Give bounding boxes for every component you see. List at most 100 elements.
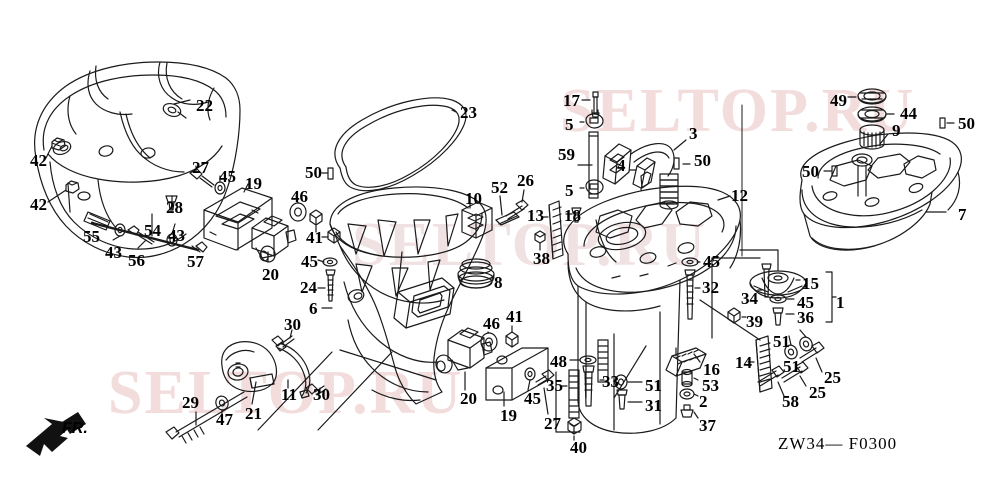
drawing-code: ZW34— F0300 [778,434,898,453]
callout-52: 52 [491,178,508,197]
part-25-bolt-a [799,341,825,363]
callout-10: 10 [465,189,482,208]
part-8-bellows [457,258,495,289]
callout-2: 2 [699,392,708,411]
part-9-bushing [859,124,885,150]
part-24-bolt [325,269,336,302]
leader-43-b [171,223,176,235]
part-14-pump-housing [755,335,773,393]
part-29-long-bolt [165,391,248,444]
leader-42-lower [47,189,67,203]
callout-34: 34 [741,289,758,308]
fr-direction-arrow [26,412,86,456]
callout-50: 50 [305,163,322,182]
callout-50: 50 [802,162,819,181]
leader-20-to-case [317,351,393,431]
leader-45-lower2 [527,379,531,391]
leader-30-to-case [257,351,333,431]
leader-23 [451,109,457,113]
part-23-seal-ring [334,97,467,192]
callout-45: 45 [797,293,814,312]
part-20-valve-unit-left [251,215,297,263]
callout-51: 51 [783,357,800,376]
callout-50: 50 [694,151,711,170]
part-48-washer [579,355,597,365]
part-42-clip-upper [51,137,66,151]
part-53-bushing [681,368,693,388]
leader-25-a [815,357,823,373]
part-40-nut [567,417,582,435]
callout-5: 5 [565,181,574,200]
leader-19-left [243,183,249,193]
part-45-washer-impeller [769,294,787,304]
callout-20: 20 [262,265,279,284]
callout-41: 41 [306,228,323,247]
leader-15-top [739,249,779,271]
callout-35: 35 [546,376,563,395]
part-5-clip-upper [585,109,604,129]
callout-12: 12 [731,186,748,205]
callout-42: 42 [30,195,47,214]
fr-direction-label: FR. [62,420,88,437]
part-57-bolt [191,241,208,253]
callout-24: 24 [300,278,317,297]
callout-58: 58 [782,392,799,411]
leader-53 [693,377,699,381]
part-50-pin-right2 [939,117,946,129]
callout-28: 28 [166,198,183,217]
callout-49: 49 [830,91,847,110]
leader-52 [499,195,503,216]
part-51-washer-a [784,344,798,360]
part-27-bolt-upper [189,168,215,188]
callout-23: 23 [460,103,477,122]
leader-27-lower [543,387,549,415]
leader-51-a [788,335,792,346]
part-10-anode-holder [461,201,493,239]
leader-9 [879,133,889,145]
part-6-shift-cover [393,277,455,329]
callout-5: 5 [565,115,574,134]
part-47-washer [215,395,229,411]
leader-43-a [112,235,121,241]
callout-56: 56 [128,251,145,270]
part-44-seal [857,106,887,123]
callout-21: 21 [245,404,262,423]
callout-11: 11 [281,385,298,404]
callout-14: 14 [735,353,752,372]
part-37-bolt [680,404,694,418]
leader-21 [251,381,257,405]
callout-8: 8 [494,273,503,292]
part-35-stud [568,369,580,419]
callout-55: 55 [83,227,100,246]
callout-57: 57 [187,252,204,271]
callout-45: 45 [219,167,236,186]
callout-3: 3 [689,124,698,143]
leader-37 [693,411,699,419]
callout-25: 25 [824,368,841,387]
part-27-bolt-lower [535,369,555,386]
part-2-washer [679,388,695,400]
callout-27: 27 [544,414,561,433]
callout-41: 41 [506,307,523,326]
leader-46-left [295,195,299,204]
part-31-bolt [616,389,628,410]
part-5-clip-lower [585,179,604,195]
callout-26: 26 [517,171,534,190]
part-16-anode-block [665,347,707,377]
part-56-bolt [127,225,155,245]
callout-18: 18 [564,206,581,225]
leader-42-upper [45,145,53,159]
leader-16 [693,353,701,363]
callout-51: 51 [645,376,662,395]
leader-45-center [317,259,325,263]
leader-2 [693,393,699,397]
callout-45: 45 [524,389,541,408]
callout-16: 16 [703,360,720,379]
callout-31: 31 [645,396,662,415]
callout-6: 6 [309,299,318,318]
callout-38: 38 [533,249,550,268]
leader-12 [717,195,731,201]
callout-40: 40 [570,438,587,457]
callout-39: 39 [746,312,763,331]
